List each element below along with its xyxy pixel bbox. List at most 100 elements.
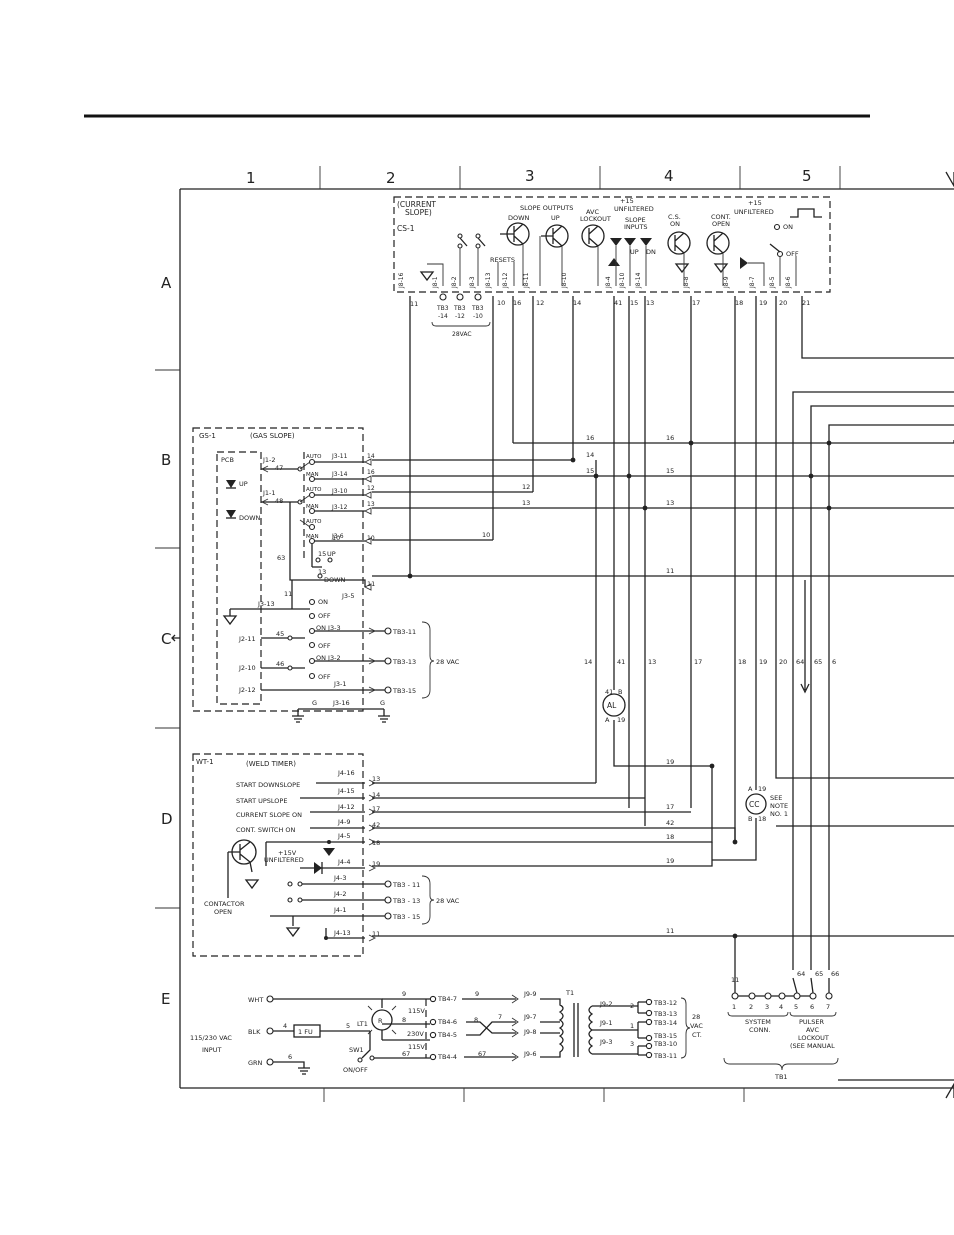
cs1-pin: J8-13 <box>485 272 492 289</box>
power-w8: 8 <box>402 1016 406 1024</box>
gs1-pcb-down: DOWN <box>239 514 261 522</box>
wt1-tb3-11: TB3 - 11 <box>392 881 420 889</box>
cs1-p15-2: UNFILTERED <box>614 205 654 213</box>
cs1-module: (CURRENT SLOPE) CS-1 SLOPE OUTPUTS DOWN … <box>393 196 831 338</box>
cs1-tb: TB3 <box>471 305 484 312</box>
power-grn: GRN <box>248 1059 263 1067</box>
tb1-num: 4 <box>779 1003 783 1011</box>
wire-number: 20 <box>779 299 787 307</box>
power-tb3-12: TB3-12 <box>653 999 677 1007</box>
power-ct-1: 28 <box>692 1013 700 1021</box>
power-wht: WHT <box>248 996 263 1004</box>
tb1-pulser-3: LOCKOUT <box>798 1034 829 1042</box>
power-input: WHT 9 BLK 4 1 FU 5 115/230 VAC INPUT GRN… <box>190 989 703 1075</box>
gs1-g: G <box>380 699 385 707</box>
power-t1: T1 <box>565 989 574 997</box>
power-w5: 5 <box>346 1022 350 1030</box>
cc-see-2: NOTE <box>770 802 788 810</box>
cs1-sw-on: ON <box>783 223 793 231</box>
cs1-pin: J8-6 <box>785 276 792 289</box>
power-lt1: LT1 <box>357 1020 368 1028</box>
cs1-pin: J8-10 <box>619 272 626 289</box>
wt1-row-num: 14 <box>372 791 380 799</box>
gs1-man: MAN <box>306 534 319 540</box>
power-blk: BLK <box>248 1028 261 1036</box>
power-w8b: 8 <box>474 1016 478 1024</box>
gs1-j3-num: 12 <box>367 485 375 492</box>
ground-icon <box>674 263 690 274</box>
wt1-row-label: CONT. SWITCH ON <box>236 826 296 834</box>
cs1-tb-n: -14 <box>438 313 448 320</box>
col-label-5: 5 <box>802 167 812 185</box>
gs1-j3-16: J3-16 <box>332 699 350 707</box>
row-label-c: C <box>161 630 171 648</box>
wire-number: 16 <box>586 434 594 442</box>
cs1-cson-2: ON <box>670 220 680 228</box>
bus-wiring <box>372 296 954 990</box>
wire-number: 10 <box>497 299 505 307</box>
power-tb4-4: TB4-4 <box>437 1053 457 1061</box>
wire-number: 13 <box>666 499 674 507</box>
diode-down-icon <box>226 510 236 518</box>
cs1-slope-outputs: SLOPE OUTPUTS <box>520 204 573 212</box>
cs1-contopen-2: OPEN <box>712 220 730 228</box>
power-w7: 7 <box>498 1013 502 1021</box>
transistor-down-icon <box>500 222 530 246</box>
power-tb3-13: TB3-13 <box>653 1010 677 1018</box>
power-tb3-14: TB3-14 <box>653 1019 677 1027</box>
wire-number: 41 <box>614 299 622 307</box>
gs1-off: OFF <box>318 612 331 620</box>
gs1-on: ON <box>318 598 328 606</box>
power-input-1: 115/230 VAC <box>190 1034 232 1042</box>
al-b: B <box>618 688 622 696</box>
wt1-j4-3: J4-3 <box>333 874 347 882</box>
tb1-num: 3 <box>765 1003 769 1011</box>
wt1-title: WT-1 <box>196 758 214 766</box>
gs1-j3-5: J3-5 <box>341 592 355 600</box>
power-n1: 1 <box>630 1022 634 1030</box>
cs1-p15b-1: +15 <box>748 199 762 207</box>
col-label-2: 2 <box>386 169 396 187</box>
wire-number: 19 <box>666 758 674 766</box>
tb1-w66: 66 <box>831 970 839 978</box>
power-tb3-15: TB3-15 <box>653 1032 677 1040</box>
wire-number: 18 <box>666 833 674 841</box>
wire-number: 14 <box>584 658 592 666</box>
cs1-slope-inputs-2: INPUTS <box>624 223 648 231</box>
wire-number: 13 <box>646 299 654 307</box>
power-tb4-5: TB4-5 <box>437 1031 457 1039</box>
gs1-w11: 11 <box>284 590 292 598</box>
gs1-j3-13: J3-13 <box>257 600 275 608</box>
cs1-pin: J8-7 <box>749 276 756 289</box>
gs1-switch-terminals <box>297 452 316 560</box>
gs1-j2-10: J2-10 <box>238 664 256 672</box>
ground-icon <box>419 271 435 282</box>
diode-icon <box>640 238 652 246</box>
gs1-subtitle: (GAS SLOPE) <box>250 432 295 440</box>
wire-number: 13 <box>522 499 530 507</box>
tb1-w64: 64 <box>797 970 805 978</box>
wt1-tb3-15: TB3 - 15 <box>392 913 420 921</box>
cs1-tb-n: -12 <box>455 313 465 320</box>
power-ct-3: CT. <box>692 1031 702 1039</box>
wire-number: 18 <box>735 299 743 307</box>
wire-number: 19 <box>759 658 767 666</box>
cs1-pin-labels: J8-16 J8-1 J8-2 J8-3 J8-13 J8-12 J8-11 J… <box>398 272 792 289</box>
cs1-pin: J8-9 <box>723 276 730 289</box>
gs1-auto: AUTO <box>306 487 322 493</box>
row-label-e: E <box>161 990 170 1008</box>
wt1-j4-5-num: 18 <box>372 839 380 847</box>
transistor-cson-icon <box>667 231 691 255</box>
cc-label: CC <box>749 800 759 809</box>
wire-number: 15 <box>666 467 674 475</box>
gs1-j3-pin: J3-12 <box>331 504 348 511</box>
tb1-num: 5 <box>794 1003 798 1011</box>
wire-number: 17 <box>694 658 702 666</box>
cs1-up: UP <box>551 214 560 222</box>
gs1-g: G <box>312 699 317 707</box>
gs1-up-lbl: UP <box>327 550 336 558</box>
tb1-num: 7 <box>826 1003 830 1011</box>
wire-number: 16 <box>513 299 521 307</box>
diode-icon <box>740 257 748 269</box>
power-v230: 230V <box>407 1030 424 1038</box>
